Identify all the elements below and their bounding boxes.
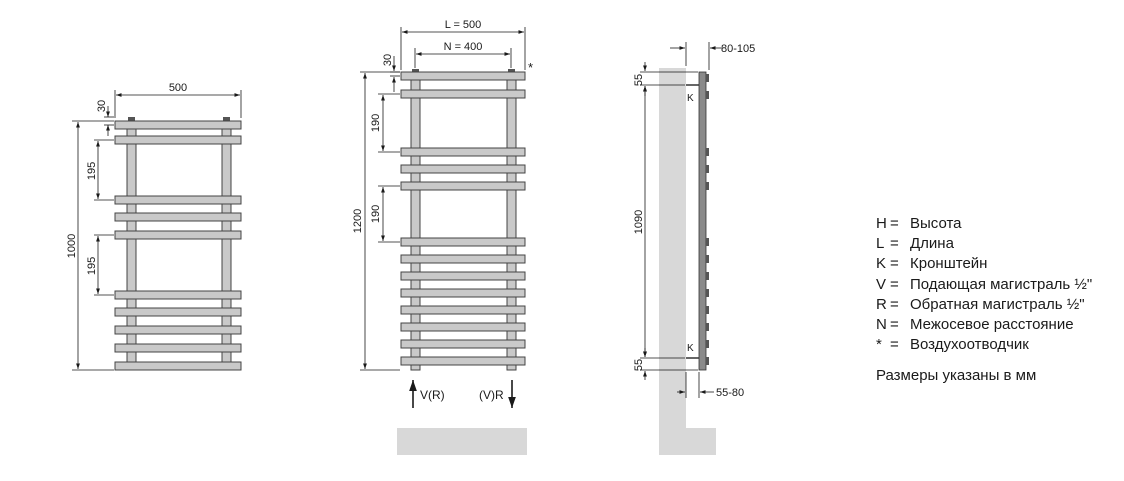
left-dimension-lines: [72, 90, 242, 371]
legend-item: R=Обратная магистраль ½": [876, 295, 1085, 313]
air-vent-marker: *: [528, 60, 533, 75]
legend-item: L=Длина: [876, 235, 954, 253]
legend-item: H=Высота: [876, 215, 962, 232]
left-top-offset-label: 30: [96, 100, 108, 112]
front-gap-lower-label: 190: [370, 205, 382, 223]
floor-block: [397, 428, 527, 455]
front-top-offset-label: 30: [382, 54, 394, 66]
bracket-top-label: K: [687, 93, 694, 104]
legend-item: N=Межосевое расстояние: [876, 316, 1074, 334]
front-height-label: 1200: [352, 209, 364, 233]
left-gap-lower-label: 195: [86, 257, 98, 275]
left-height-label: 1000: [66, 234, 78, 258]
front-axis-distance-label: N = 400: [444, 41, 483, 53]
front-dimension-lines: [360, 27, 526, 408]
side-depth-bottom-label: 55-80: [716, 387, 744, 399]
side-depth-top-label: 80-105: [721, 43, 755, 55]
side-dimension-lines: [640, 42, 722, 398]
legend-item: V=Подающая магистраль ½": [876, 275, 1093, 293]
side-bracket-distance-label: 1090: [633, 210, 645, 234]
front-gap-upper-label: 190: [370, 114, 382, 132]
legend-item: K=Кронштейн: [876, 255, 988, 273]
left-radiator-view: [114, 117, 242, 371]
side-top-offset-label: 55: [633, 74, 645, 86]
side-radiator-view: [686, 71, 709, 371]
left-width-label: 500: [169, 82, 187, 94]
front-radiator-view: [400, 69, 526, 371]
side-wall: [659, 68, 716, 455]
side-bottom-offset-label: 55: [633, 359, 645, 371]
flow-left-label: V(R): [420, 388, 445, 402]
front-length-label: L = 500: [445, 19, 482, 31]
flow-right-label: (V)R: [479, 388, 504, 402]
left-gap-upper-label: 195: [86, 162, 98, 180]
bracket-bottom-label: K: [687, 343, 694, 354]
legend-item: *=Воздухоотводчик: [876, 336, 1029, 354]
legend: H=Высота L=Длина K=Кронштейн V=Подающая …: [876, 214, 1092, 387]
units-note: Размеры указаны в мм: [876, 367, 1037, 385]
